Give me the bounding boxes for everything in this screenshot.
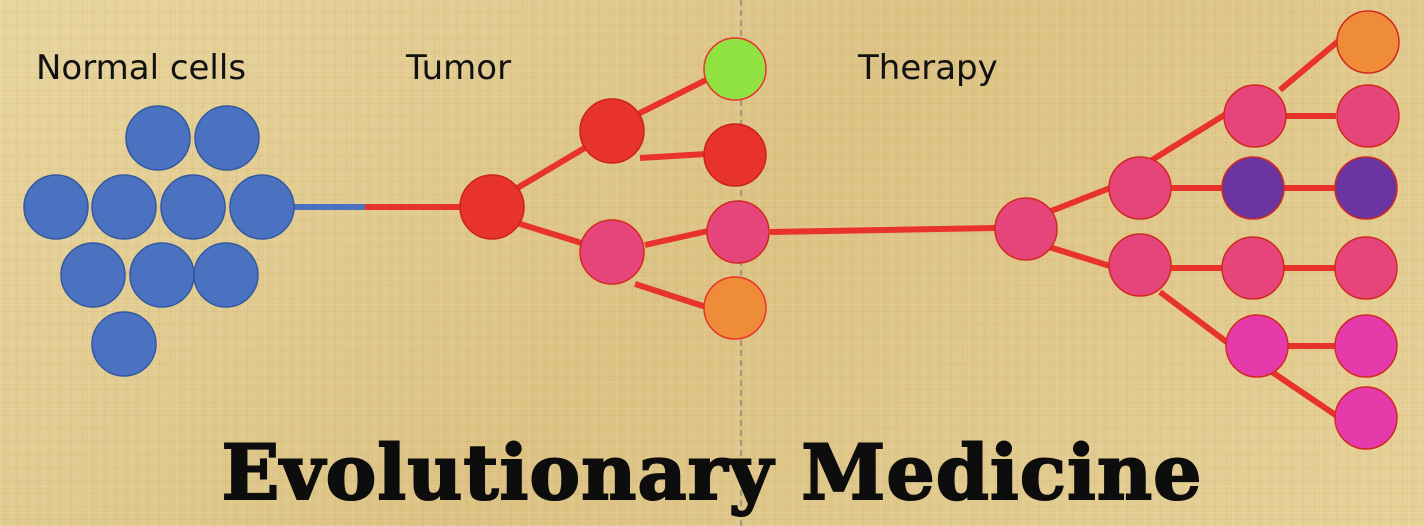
branch-pink-to-therapy [769, 225, 996, 235]
tumor-cells [459, 37, 770, 340]
therapy-leaf-cell-pink-2 [1334, 236, 1398, 300]
branch-therapy-to-upper [1044, 185, 1112, 216]
therapy-branch-cell-2 [1221, 156, 1285, 220]
branch-r1-to-c1 [1278, 35, 1344, 93]
therapy-branch-cell-4 [1225, 314, 1289, 378]
therapy-branch-cell-3 [1221, 236, 1285, 300]
normal-cell [229, 174, 295, 240]
tumor-lower-cell [579, 219, 645, 285]
branch-t1-to-r1 [1150, 111, 1228, 163]
normal-cell [129, 242, 195, 308]
normal-cell [91, 311, 157, 377]
branch-upper-to-red [639, 151, 707, 161]
normal-cell [160, 174, 226, 240]
branches [290, 35, 1344, 421]
therapy-root-cell [994, 197, 1058, 261]
normal-cell [23, 174, 89, 240]
normal-cell [125, 105, 191, 171]
therapy-cells [994, 10, 1400, 450]
tumor-pink-cell [706, 200, 770, 264]
therapy-leaf-cell-pink-1 [1336, 84, 1400, 148]
tumor-red-cell [703, 123, 767, 187]
normal-cells-cluster [23, 105, 295, 377]
therapy-branch-cell-1 [1223, 84, 1287, 148]
therapy-leaf-cell-magenta-2 [1334, 386, 1398, 450]
branch-upper-to-green [628, 77, 708, 121]
branch-t2-to-r4 [1158, 289, 1234, 349]
branch-lower-to-pink [644, 228, 709, 248]
tumor-label: Tumor [406, 48, 512, 88]
main-title: Evolutionary Medicine [221, 427, 1203, 518]
tumor-upper-cell [579, 98, 645, 164]
therapy-leaf-cell-orange [1336, 10, 1400, 74]
normal-cells-label: Normal cells [36, 48, 247, 88]
normal-cell [194, 105, 260, 171]
therapy-lower-cell [1108, 233, 1172, 297]
tumor-green-cell [703, 37, 767, 101]
normal-cell [60, 242, 126, 308]
normal-cell [193, 242, 259, 308]
tumor-orange-cell [703, 276, 767, 340]
therapy-leaf-cell-magenta-1 [1334, 314, 1398, 378]
tumor-root-cell [459, 174, 525, 240]
therapy-upper-cell [1108, 156, 1172, 220]
normal-cell [91, 174, 157, 240]
branch-therapy-to-lower [1045, 243, 1111, 269]
therapy-leaf-cell-purple [1334, 156, 1398, 220]
branch-tumor-to-lower [513, 219, 589, 248]
branch-r4-to-c6 [1270, 369, 1342, 421]
therapy-label: Therapy [858, 48, 998, 88]
branch-tumor-to-upper [512, 143, 590, 193]
branch-lower-to-orange [634, 281, 707, 310]
